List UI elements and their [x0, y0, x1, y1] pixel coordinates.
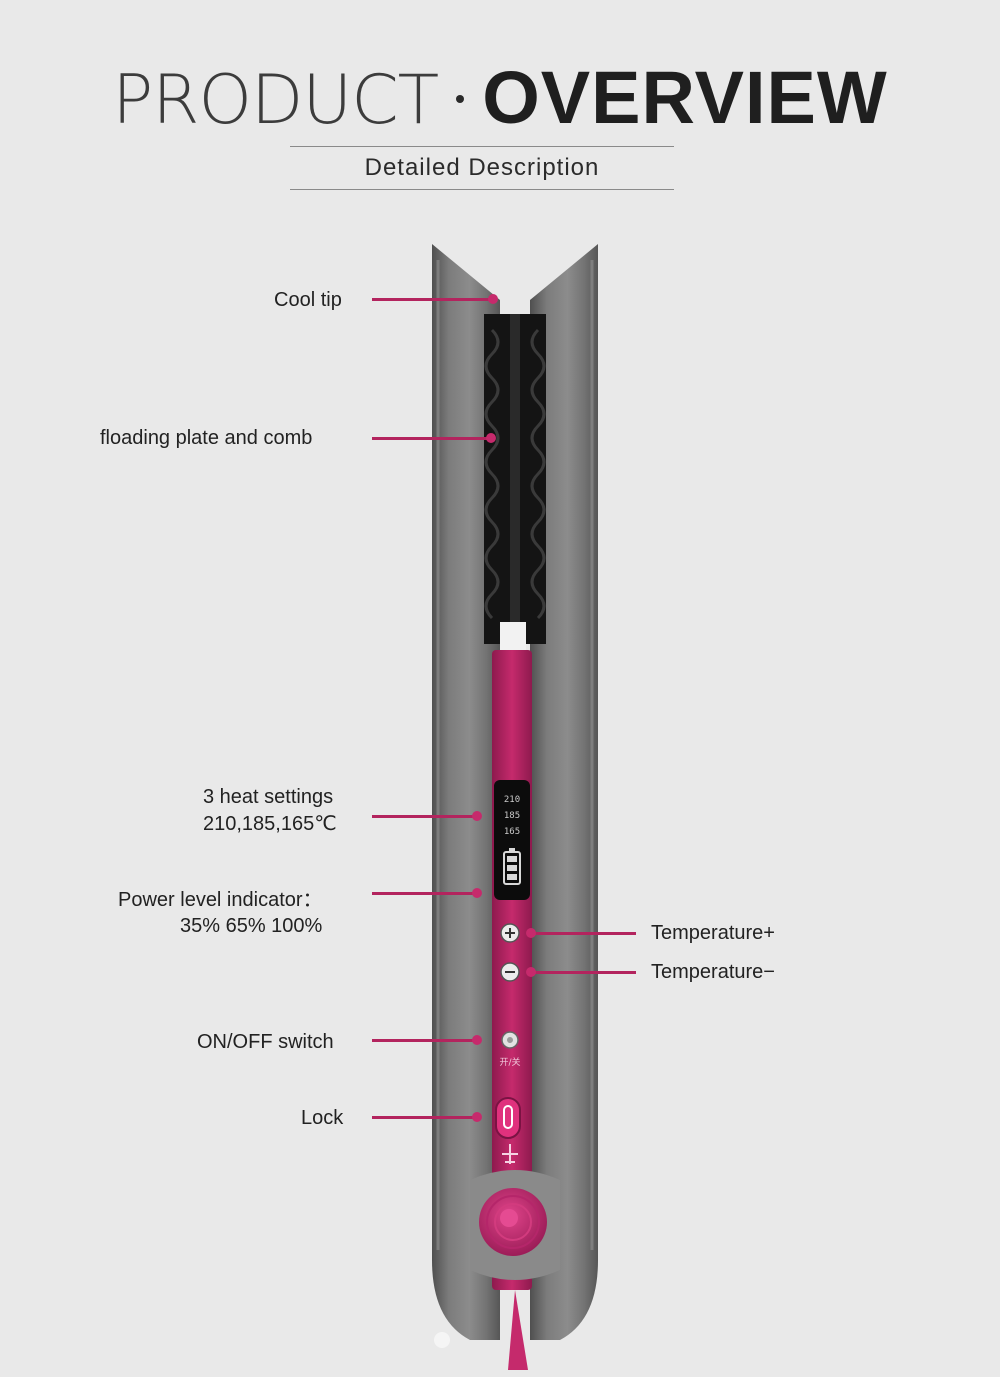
- label-heat-values: 210,185,165℃: [203, 813, 337, 835]
- label-plate-comb: floading plate and comb: [100, 427, 313, 449]
- title-light: PRODUCT: [112, 61, 439, 140]
- onoff-line: [372, 1039, 476, 1042]
- label-temp-minus: Temperature−: [651, 961, 775, 983]
- temp-plus-line: [530, 932, 636, 935]
- label-power-levels: 35% 65% 100%: [180, 915, 323, 937]
- temp-minus-marker: [526, 967, 536, 977]
- title-dot: [456, 95, 465, 104]
- heat-line: [372, 815, 476, 818]
- power-marker: [472, 888, 482, 898]
- heat-marker: [472, 811, 482, 821]
- switch-caption: 开/关: [499, 1056, 520, 1068]
- page-title: PRODUCT OVERVIEW: [0, 58, 1000, 141]
- display-165: 165: [504, 827, 520, 837]
- power-switch-icon: [501, 1031, 519, 1049]
- temp-plus-marker: [526, 928, 536, 938]
- subtitle-top-rule: [290, 146, 674, 147]
- right-arm: [530, 244, 598, 1340]
- indicator-light: [434, 1332, 450, 1348]
- label-power-indicator: Power level indicator：: [118, 889, 323, 911]
- temp-minus-line: [530, 971, 636, 974]
- lock-marker: [472, 1112, 482, 1122]
- cool-tip-line: [372, 298, 492, 301]
- lock-slider: [495, 1097, 521, 1139]
- plate-marker: [486, 433, 496, 443]
- left-arm: [432, 244, 500, 1340]
- display-185: 185: [504, 811, 520, 821]
- onoff-marker: [472, 1035, 482, 1045]
- airplane-icon: [502, 1144, 518, 1164]
- display-210: 210: [504, 795, 520, 805]
- temp-minus-icon: [500, 962, 520, 982]
- temp-plus-icon: [500, 923, 520, 943]
- title-bold: OVERVIEW: [482, 56, 888, 139]
- label-cool-tip: Cool tip: [274, 289, 342, 311]
- power-line: [372, 892, 476, 895]
- label-onoff: ON/OFF switch: [197, 1031, 334, 1053]
- battery-icon: [503, 848, 521, 885]
- subtitle: Detailed Description: [364, 154, 600, 181]
- label-temp-plus: Temperature+: [651, 922, 775, 944]
- subtitle-bottom-rule: [290, 189, 674, 190]
- label-heat-settings: 3 heat settings: [203, 786, 334, 808]
- lock-line: [372, 1116, 476, 1119]
- label-lock: Lock: [301, 1107, 344, 1129]
- plate-line: [372, 437, 490, 440]
- cool-tip-marker: [488, 294, 498, 304]
- comb-teeth: [484, 328, 546, 620]
